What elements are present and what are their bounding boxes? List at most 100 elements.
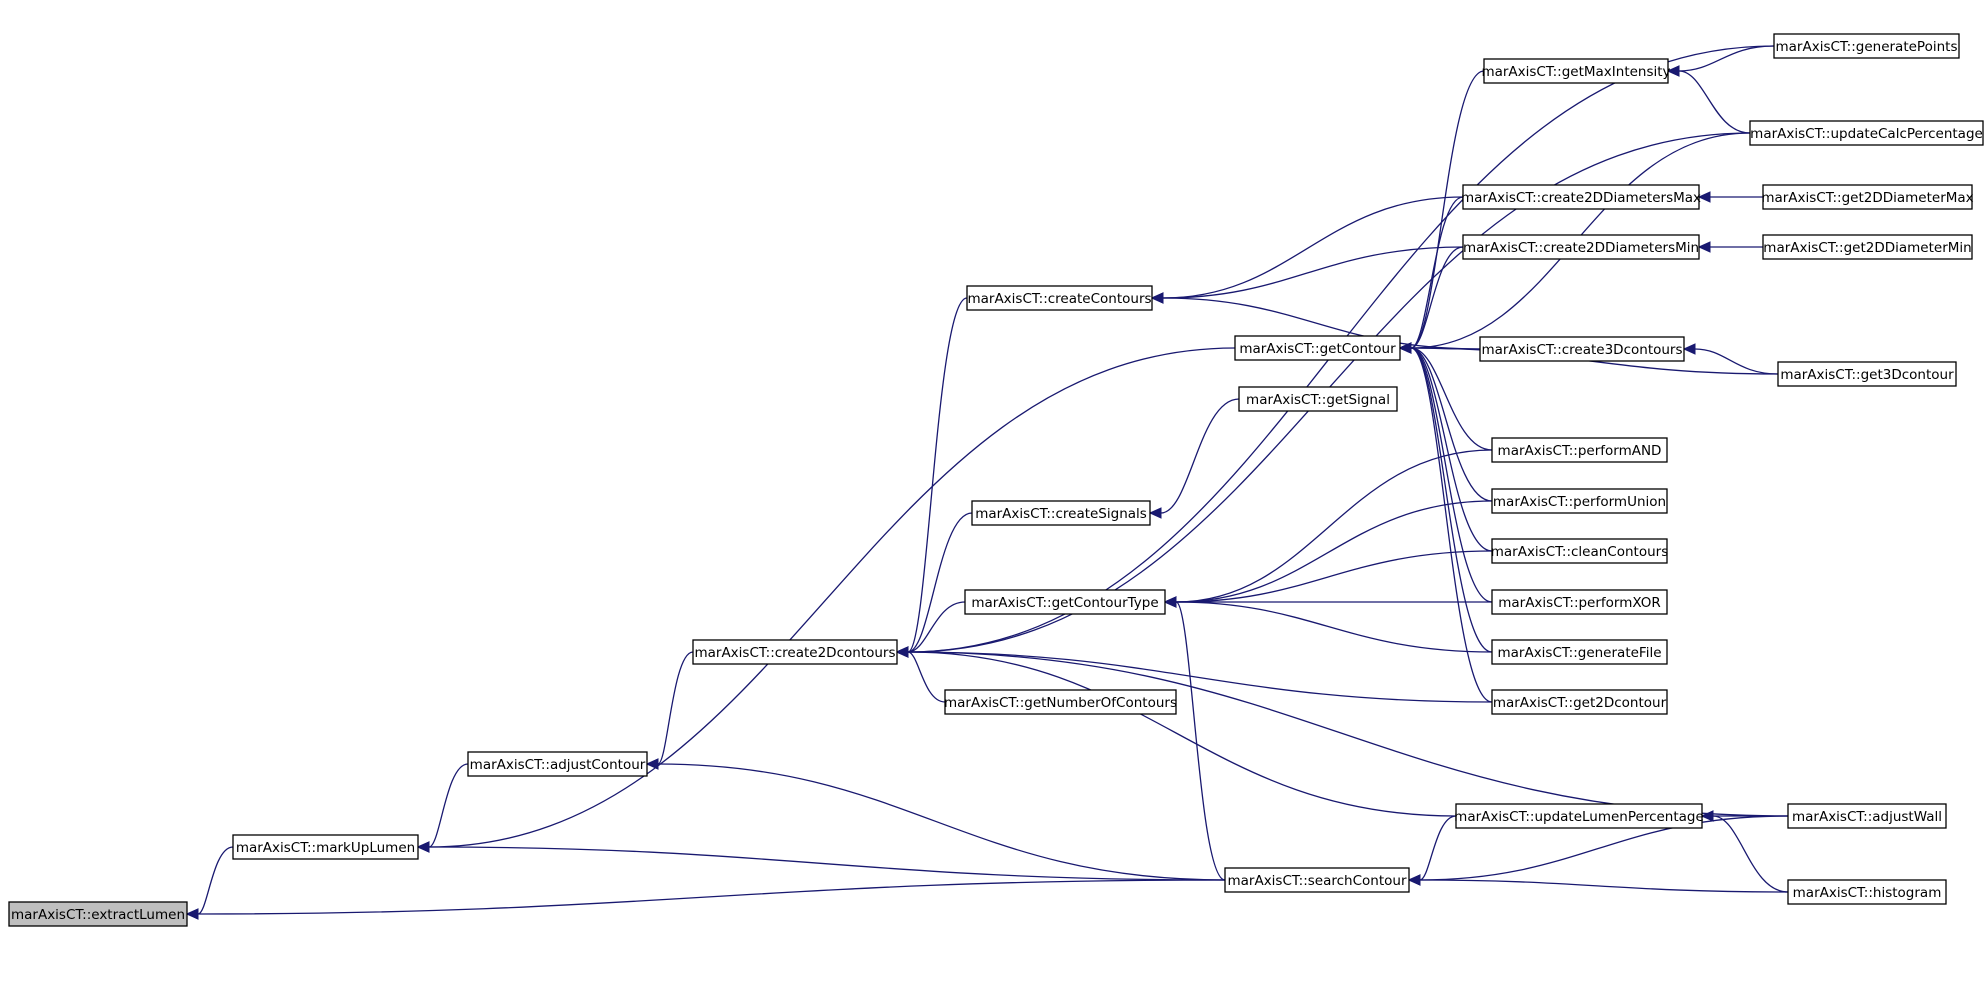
node-label-getNumberOfContours: marAxisCT::getNumberOfContours	[944, 695, 1177, 711]
edge-performXOR-to-getContour	[1410, 347, 1493, 603]
node-box-adjustContour	[467, 751, 648, 777]
edge-generateFile-to-getContourType	[1175, 601, 1493, 653]
node-create2DDiametersMin[interactable]: marAxisCT::create2DDiametersMin	[1462, 234, 1700, 260]
node-box-getContour	[1234, 335, 1401, 361]
arrowhead-updateCalcPercentage-to-getContour	[1398, 342, 1412, 354]
arrowhead-get2DDiameterMin-to-create2DDiametersMin	[1697, 241, 1711, 253]
edge-create2DDiametersMax-to-createContours	[1162, 196, 1464, 299]
node-updateCalcPercentage[interactable]: marAxisCT::updateCalcPercentage	[1749, 120, 1984, 146]
arrowhead-adjustWall-to-create2Dcontours	[895, 646, 909, 658]
node-label-getContour: marAxisCT::getContour	[1239, 341, 1396, 357]
edge-markUpLumen-to-extractLumen	[197, 846, 234, 915]
arrowhead-get2DDiameterMax-to-create2DDiametersMax	[1697, 191, 1711, 203]
edges	[185, 45, 1789, 920]
node-box-updateLumenPercentage	[1455, 803, 1703, 829]
node-updateLumenPercentage[interactable]: marAxisCT::updateLumenPercentage	[1454, 803, 1704, 829]
node-createSignals[interactable]: marAxisCT::createSignals	[971, 500, 1151, 526]
edge-generatePoints-to-getMaxIntensity	[1678, 45, 1775, 72]
node-label-get2DDiameterMax: marAxisCT::get2DDiameterMax	[1761, 190, 1973, 206]
node-performUnion[interactable]: marAxisCT::performUnion	[1491, 488, 1668, 514]
edge-getContour-to-markUpLumen	[428, 347, 1236, 848]
node-createContours[interactable]: marAxisCT::createContours	[966, 285, 1153, 311]
edge-histogram-to-updateLumenPercentage	[1712, 815, 1789, 893]
node-box-performUnion	[1491, 488, 1668, 514]
edge-adjustWall-to-create2Dcontours	[907, 651, 1789, 817]
node-generateFile[interactable]: marAxisCT::generateFile	[1491, 639, 1668, 665]
node-create3Dcontours[interactable]: marAxisCT::create3Dcontours	[1479, 336, 1685, 362]
node-label-createSignals: marAxisCT::createSignals	[975, 506, 1147, 522]
node-create2Dcontours[interactable]: marAxisCT::create2Dcontours	[692, 639, 898, 665]
node-getContourType[interactable]: marAxisCT::getContourType	[964, 589, 1166, 615]
edge-performAND-to-getContourType	[1175, 449, 1493, 603]
edge-histogram-to-searchContour	[1419, 879, 1789, 893]
node-box-getMaxIntensity	[1483, 58, 1669, 84]
arrowhead-updateCalcPercentage-to-getMaxIntensity	[1666, 65, 1680, 77]
node-label-performAND: marAxisCT::performAND	[1498, 443, 1662, 459]
node-box-extractLumen	[8, 901, 188, 927]
node-getNumberOfContours[interactable]: marAxisCT::getNumberOfContours	[944, 689, 1177, 715]
node-label-performXOR: marAxisCT::performXOR	[1498, 595, 1661, 611]
node-label-createContours: marAxisCT::createContours	[967, 291, 1151, 307]
edge-adjustContour-to-markUpLumen	[428, 763, 469, 848]
node-getMaxIntensity[interactable]: marAxisCT::getMaxIntensity	[1481, 58, 1671, 84]
edge-create2DDiametersMax-to-getContour	[1410, 196, 1464, 349]
node-get2DDiameterMin[interactable]: marAxisCT::get2DDiameterMin	[1762, 234, 1973, 260]
node-label-create2DDiametersMin: marAxisCT::create2DDiametersMin	[1463, 240, 1699, 256]
node-box-generatePoints	[1773, 33, 1960, 59]
node-box-generateFile	[1491, 639, 1668, 665]
node-performXOR[interactable]: marAxisCT::performXOR	[1491, 589, 1668, 615]
node-label-create2Dcontours: marAxisCT::create2Dcontours	[694, 645, 895, 661]
edge-create2Dcontours-to-adjustContour	[657, 651, 694, 765]
node-generatePoints[interactable]: marAxisCT::generatePoints	[1773, 33, 1960, 59]
node-get3Dcontour[interactable]: marAxisCT::get3Dcontour	[1777, 361, 1957, 387]
node-label-get2Dcontour: marAxisCT::get2Dcontour	[1493, 695, 1667, 711]
node-box-histogram	[1787, 879, 1947, 905]
node-label-updateCalcPercentage: marAxisCT::updateCalcPercentage	[1750, 126, 1983, 142]
arrowhead-searchContour-to-adjustContour	[645, 758, 659, 770]
edge-performUnion-to-getContour	[1410, 347, 1493, 502]
node-markUpLumen[interactable]: marAxisCT::markUpLumen	[232, 834, 419, 860]
node-adjustContour[interactable]: marAxisCT::adjustContour	[467, 751, 648, 777]
node-label-performUnion: marAxisCT::performUnion	[1493, 494, 1666, 510]
node-box-get2Dcontour	[1491, 689, 1668, 715]
node-label-updateLumenPercentage: marAxisCT::updateLumenPercentage	[1454, 809, 1704, 825]
node-getContour[interactable]: marAxisCT::getContour	[1234, 335, 1401, 361]
node-box-getSignal	[1238, 386, 1398, 412]
node-extractLumen[interactable]: marAxisCT::extractLumen	[8, 901, 188, 927]
edge-cleanContours-to-getContourType	[1175, 550, 1493, 603]
node-getSignal[interactable]: marAxisCT::getSignal	[1238, 386, 1398, 412]
edge-adjustWall-to-searchContour	[1419, 815, 1789, 881]
node-cleanContours[interactable]: marAxisCT::cleanContours	[1491, 538, 1669, 564]
node-histogram[interactable]: marAxisCT::histogram	[1787, 879, 1947, 905]
node-label-getMaxIntensity: marAxisCT::getMaxIntensity	[1481, 64, 1670, 80]
node-label-getSignal: marAxisCT::getSignal	[1246, 392, 1390, 408]
arrowhead-searchContour-to-extractLumen	[185, 908, 199, 920]
edge-getNumberOfContours-to-create2Dcontours	[907, 651, 946, 703]
node-label-extractLumen: marAxisCT::extractLumen	[11, 907, 185, 923]
node-label-get2DDiameterMin: marAxisCT::get2DDiameterMin	[1763, 240, 1971, 256]
node-box-performXOR	[1491, 589, 1668, 615]
node-label-adjustContour: marAxisCT::adjustContour	[470, 757, 646, 773]
arrowhead-histogram-to-searchContour	[1407, 874, 1421, 886]
node-performAND[interactable]: marAxisCT::performAND	[1491, 437, 1668, 463]
node-box-create2DDiametersMin	[1462, 234, 1700, 260]
edge-getContourType-to-create2Dcontours	[907, 601, 966, 653]
node-label-markUpLumen: marAxisCT::markUpLumen	[236, 840, 415, 856]
node-box-create3Dcontours	[1479, 336, 1685, 362]
node-adjustWall[interactable]: marAxisCT::adjustWall	[1787, 803, 1947, 829]
edge-get2Dcontour-to-create2Dcontours	[907, 651, 1493, 703]
node-label-getContourType: marAxisCT::getContourType	[971, 595, 1158, 611]
edge-create2DDiametersMin-to-createContours	[1162, 246, 1464, 299]
node-get2DDiameterMax[interactable]: marAxisCT::get2DDiameterMax	[1761, 184, 1974, 210]
edge-searchContour-to-markUpLumen	[428, 846, 1226, 881]
edge-generateFile-to-getContour	[1410, 347, 1493, 653]
node-get2Dcontour[interactable]: marAxisCT::get2Dcontour	[1491, 689, 1668, 715]
node-searchContour[interactable]: marAxisCT::searchContour	[1224, 867, 1410, 893]
edge-searchContour-to-adjustContour	[657, 763, 1226, 881]
edge-searchContour-to-getContourType	[1175, 601, 1226, 881]
node-box-create2DDiametersMax	[1462, 184, 1700, 210]
node-create2DDiametersMax[interactable]: marAxisCT::create2DDiametersMax	[1461, 184, 1701, 210]
edge-getSignal-to-createSignals	[1160, 398, 1240, 514]
node-box-adjustWall	[1787, 803, 1947, 829]
